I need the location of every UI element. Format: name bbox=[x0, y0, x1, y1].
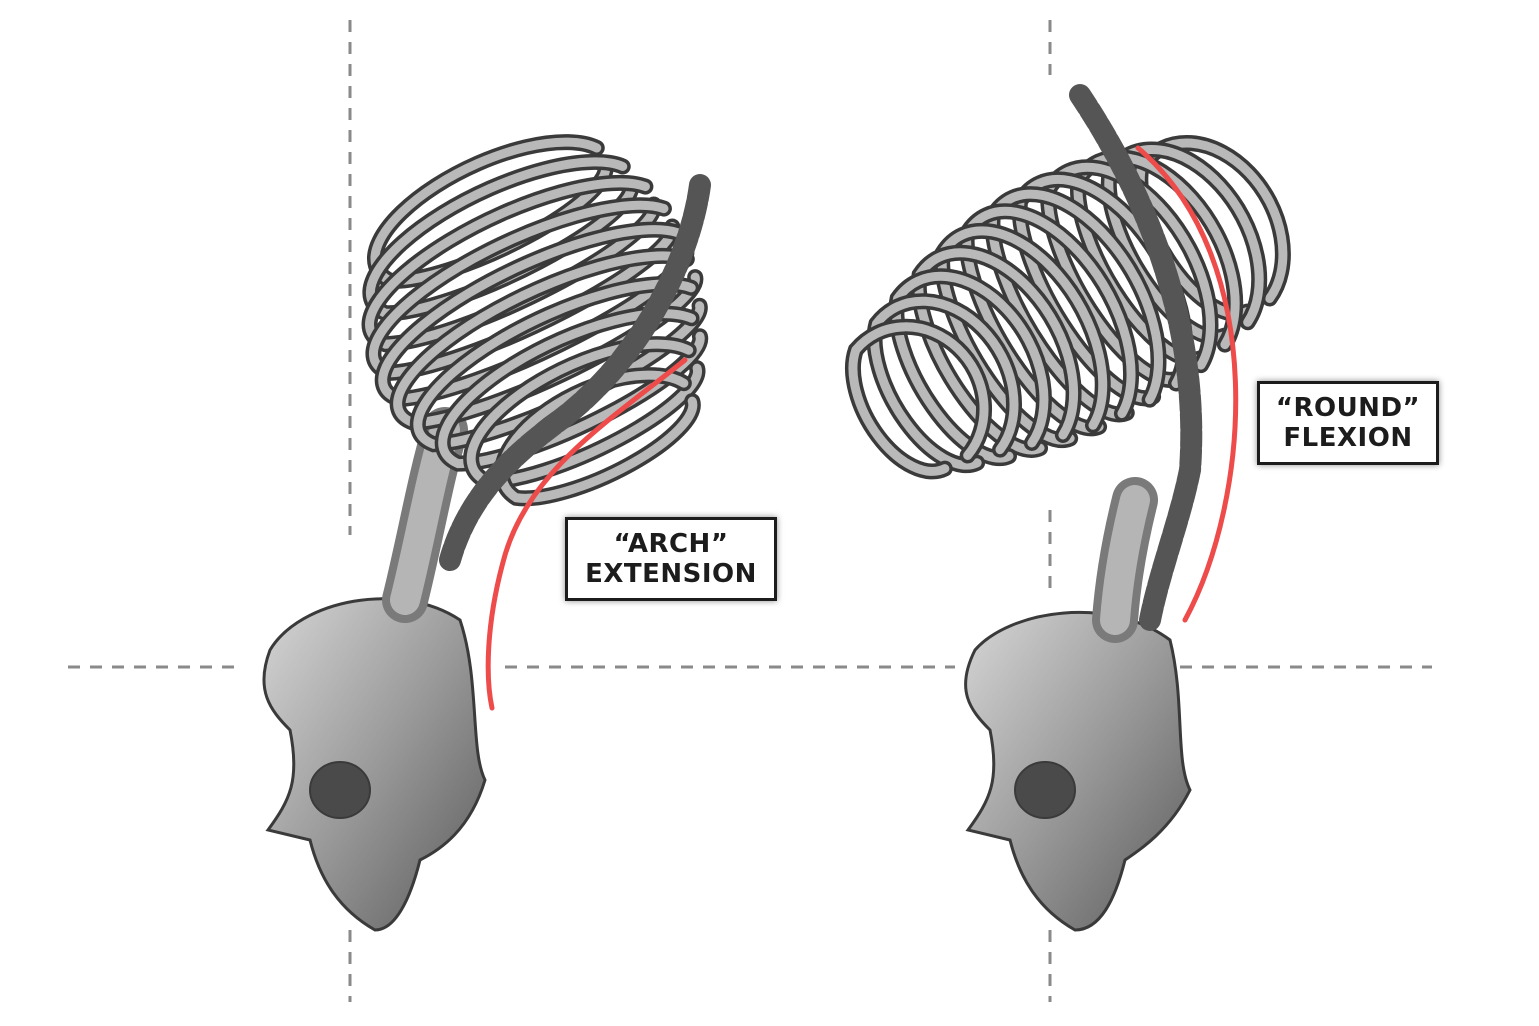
pelvis bbox=[262, 597, 487, 932]
skeleton-round-flexion bbox=[845, 84, 1291, 932]
rib-highlight bbox=[870, 296, 1019, 470]
label-round-flexion: “ROUND” FLEXION bbox=[1257, 381, 1439, 465]
hip-socket bbox=[1014, 761, 1076, 819]
rib-highlight bbox=[466, 339, 703, 486]
pelvis bbox=[964, 610, 1192, 932]
thoracic-spine bbox=[1069, 84, 1203, 631]
spine-curve-round bbox=[1135, 145, 1239, 623]
label-round-line2: FLEXION bbox=[1283, 423, 1413, 453]
label-arch-line1: “ARCH” bbox=[613, 529, 729, 559]
rib-highlight bbox=[413, 279, 705, 449]
hip-socket bbox=[309, 761, 371, 819]
label-arch-line2: EXTENSION bbox=[585, 559, 757, 589]
skeleton-arch-extension bbox=[262, 134, 711, 932]
rib-highlight bbox=[848, 322, 989, 476]
label-arch-extension: “ARCH” EXTENSION bbox=[565, 517, 777, 601]
guide-lines bbox=[68, 20, 1432, 1002]
rib-highlight bbox=[891, 271, 1049, 463]
lumbar-spine-highlight bbox=[1100, 485, 1150, 635]
thoracic-spine bbox=[439, 174, 711, 571]
rib-highlight bbox=[378, 225, 691, 404]
label-round-line1: “ROUND” bbox=[1275, 393, 1421, 423]
spine-curve-arch bbox=[485, 357, 688, 711]
